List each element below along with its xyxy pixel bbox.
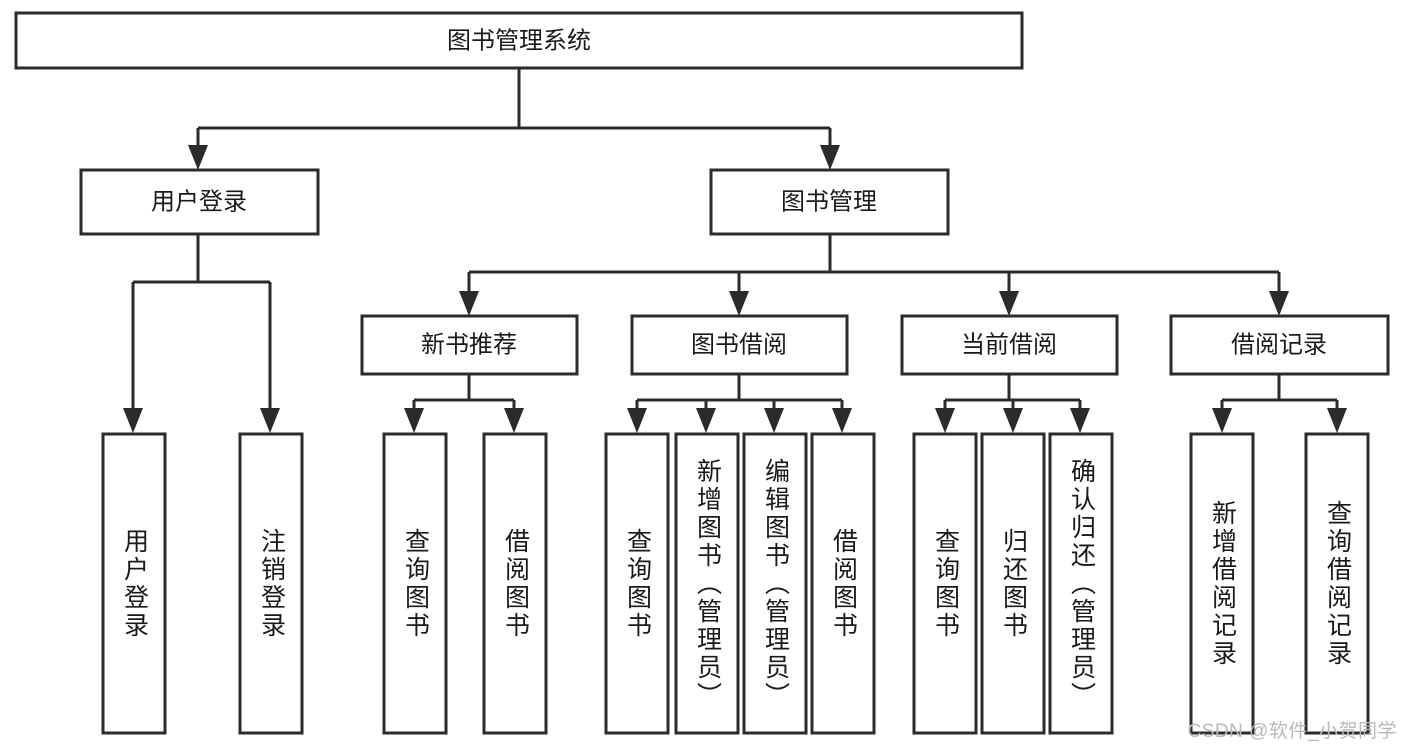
arrowhead-leaf-current-borrow-2 xyxy=(1003,408,1023,433)
connector-group-root xyxy=(188,68,840,170)
arrowhead-leaf-borrow-records-1 xyxy=(1212,408,1232,433)
leaf-box-book-borrow-4[interactable] xyxy=(810,432,876,735)
leaf-box-borrow-records-1[interactable] xyxy=(1189,432,1255,735)
node-borrow-records-label: 借阅记录 xyxy=(1231,331,1327,358)
node-root-label: 图书管理系统 xyxy=(447,27,591,54)
node-new-book-recommend-box[interactable] xyxy=(360,314,579,376)
leaf-boxes-group xyxy=(101,432,1370,735)
arrowhead-leaf-book-borrow-4 xyxy=(832,408,852,433)
connector-group-new-book-recommend xyxy=(404,374,524,433)
arrowhead-leaf-current-borrow-1 xyxy=(935,408,955,433)
leaf-box-book-borrow-2[interactable] xyxy=(674,432,740,735)
node-book-management-box[interactable] xyxy=(709,168,950,236)
arrowhead-leaf-new-book-2 xyxy=(504,408,524,433)
connector-group-user-login xyxy=(123,234,280,433)
node-user-login[interactable]: 用户登录 xyxy=(79,168,320,236)
node-current-borrow-label: 当前借阅 xyxy=(961,331,1057,358)
arrowhead-book-borrow xyxy=(729,291,749,316)
leaf-box-user-login-2[interactable] xyxy=(238,432,304,735)
arrowhead-current-borrow xyxy=(999,291,1019,316)
arrowhead-borrow-records xyxy=(1269,291,1289,316)
connector-group-borrow-records xyxy=(1212,374,1347,433)
node-root[interactable]: 图书管理系统 xyxy=(14,11,1024,70)
arrowhead-book-mgmt xyxy=(820,145,840,170)
arrowhead-new-book xyxy=(459,291,479,316)
node-current-borrow[interactable]: 当前借阅 xyxy=(900,314,1119,376)
arrowhead-leaf-borrow-records-2 xyxy=(1327,408,1347,433)
leaf-box-current-borrow-2[interactable] xyxy=(980,432,1046,735)
watermark-text: CSDN @软件_小贺同学 xyxy=(1187,721,1397,742)
node-book-borrow-box[interactable] xyxy=(630,314,849,376)
arrowhead-leaf-user-login-1 xyxy=(123,408,143,433)
node-borrow-records[interactable]: 借阅记录 xyxy=(1169,314,1390,376)
leaf-box-user-login-1[interactable] xyxy=(101,432,167,735)
node-borrow-records-box[interactable] xyxy=(1169,314,1390,376)
connector-group-book-mgmt xyxy=(459,234,1289,316)
node-new-book-recommend[interactable]: 新书推荐 xyxy=(360,314,579,376)
node-book-management[interactable]: 图书管理 xyxy=(709,168,950,236)
leaf-box-book-borrow-1[interactable] xyxy=(604,432,670,735)
arrowhead-leaf-book-borrow-3 xyxy=(764,408,784,433)
node-book-borrow[interactable]: 图书借阅 xyxy=(630,314,849,376)
node-root-box[interactable] xyxy=(14,11,1024,70)
arrowhead-user-login xyxy=(188,145,208,170)
arrowhead-leaf-new-book-1 xyxy=(404,408,424,433)
leaf-box-new-book-2[interactable] xyxy=(482,432,548,735)
node-current-borrow-box[interactable] xyxy=(900,314,1119,376)
node-book-management-label: 图书管理 xyxy=(781,188,877,215)
arrowhead-leaf-book-borrow-1 xyxy=(627,408,647,433)
arrowhead-leaf-current-borrow-3 xyxy=(1070,408,1090,433)
node-new-book-recommend-label: 新书推荐 xyxy=(421,331,517,358)
leaf-box-borrow-records-2[interactable] xyxy=(1304,432,1370,735)
leaf-box-book-borrow-3[interactable] xyxy=(742,432,808,735)
leaf-box-current-borrow-1[interactable] xyxy=(912,432,978,735)
node-user-login-box[interactable] xyxy=(79,168,320,236)
leaf-box-new-book-1[interactable] xyxy=(382,432,448,735)
node-user-login-label: 用户登录 xyxy=(151,188,247,215)
connector-group-current-borrow xyxy=(935,374,1090,433)
node-book-borrow-label: 图书借阅 xyxy=(691,331,787,358)
arrowhead-leaf-book-borrow-2 xyxy=(696,408,716,433)
connector-group-book-borrow xyxy=(627,374,852,433)
arrowhead-leaf-user-login-2 xyxy=(260,408,280,433)
leaf-box-current-borrow-3[interactable] xyxy=(1048,432,1114,735)
